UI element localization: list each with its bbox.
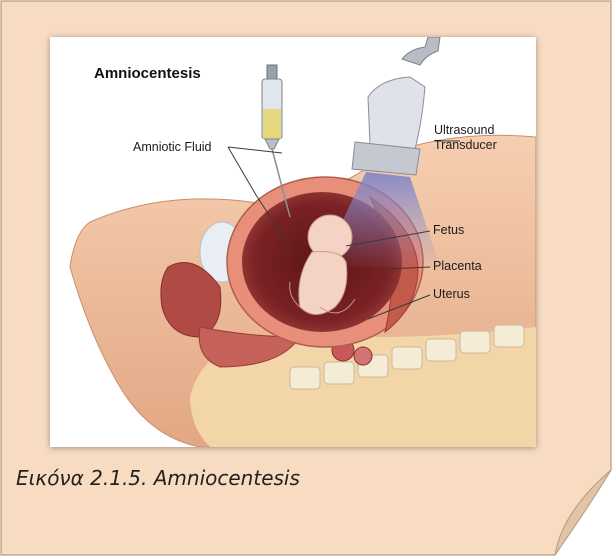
figure-caption: Εικόνα 2.1.5. Amniocentesis	[16, 466, 300, 490]
label-amniotic-fluid: Amniotic Fluid	[133, 140, 212, 154]
label-uterus: Uterus	[433, 287, 470, 301]
label-ultrasound-line1: Ultrasound	[434, 123, 494, 137]
diagram-title: Amniocentesis	[94, 65, 201, 82]
label-placenta: Placenta	[433, 259, 482, 273]
label-ultrasound-line2: Transducer	[434, 138, 497, 152]
label-fetus: Fetus	[433, 223, 464, 237]
amniocentesis-illustration	[50, 37, 536, 447]
figure-card: Amniocentesis Amniotic Fluid Ultrasound …	[50, 37, 536, 447]
